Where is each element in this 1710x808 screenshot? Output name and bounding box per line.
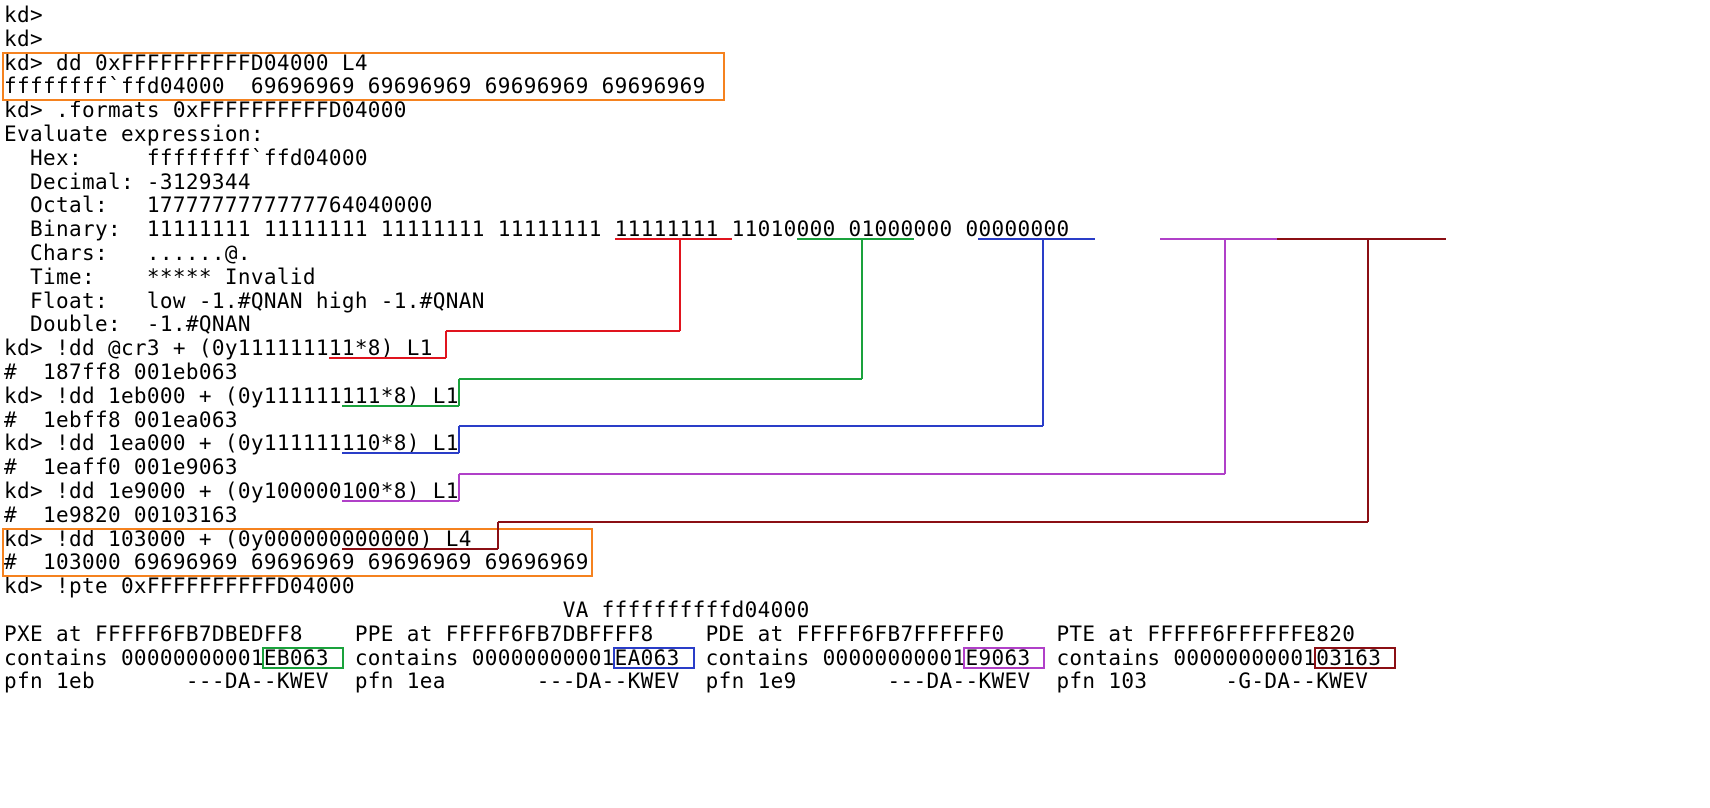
console-line: kd> .formats 0xFFFFFFFFFFD04000 bbox=[4, 98, 407, 123]
console-line: # 1ebff8 001ea063 bbox=[4, 407, 238, 432]
console-line: Hex: ffffffff`ffd04000 bbox=[4, 145, 368, 170]
console-line: kd> !dd 103000 + (0y000000000000) L4 bbox=[4, 526, 472, 551]
console-line: contains 00000000001EB063 contains 00000… bbox=[4, 645, 1382, 670]
console-line: pfn 1eb ---DA--KWEV pfn 1ea ---DA--KWEV … bbox=[4, 669, 1369, 694]
console-line: Binary: 11111111 11111111 11111111 11111… bbox=[4, 217, 1070, 242]
console-line: kd> dd 0xFFFFFFFFFFD04000 L4 bbox=[4, 50, 368, 75]
console-line: # 1eaff0 001e9063 bbox=[4, 455, 238, 480]
console-line: kd> !dd @cr3 + (0y111111111*8) L1 bbox=[4, 336, 433, 361]
console-line: Float: low -1.#QNAN high -1.#QNAN bbox=[4, 288, 485, 313]
console-line: # 1e9820 00103163 bbox=[4, 502, 238, 527]
console-line: Time: ***** Invalid bbox=[4, 264, 316, 289]
console-line: Evaluate expression: bbox=[4, 122, 264, 146]
console-line: Octal: 1777777777777764040000 bbox=[4, 193, 433, 218]
console-line: # 103000 69696969 69696969 69696969 6969… bbox=[4, 550, 589, 575]
console-line: kd> !pte 0xFFFFFFFFFFD04000 bbox=[4, 574, 355, 599]
console-line: kd> bbox=[4, 26, 43, 51]
console-line: Decimal: -3129344 bbox=[4, 169, 251, 194]
console-line: Chars: ......@. bbox=[4, 241, 251, 265]
console-line: Double: -1.#QNAN bbox=[4, 312, 251, 337]
console-line: ffffffff`ffd04000 69696969 69696969 6969… bbox=[4, 74, 706, 99]
console-line: kd> !dd 1e9000 + (0y100000100*8) L1 bbox=[4, 479, 459, 503]
console-line: VA ffffffffffd04000 bbox=[4, 598, 810, 622]
console-line: # 187ff8 001eb063 bbox=[4, 360, 238, 384]
console-line: kd> !dd 1eb000 + (0y111111111*8) L1 bbox=[4, 383, 459, 408]
console-line: PXE at FFFFF6FB7DBEDFF8 PPE at FFFFF6FB7… bbox=[4, 621, 1356, 646]
console-line: kd> !dd 1ea000 + (0y111111110*8) L1 bbox=[4, 431, 459, 456]
console-line: kd> bbox=[4, 3, 43, 27]
